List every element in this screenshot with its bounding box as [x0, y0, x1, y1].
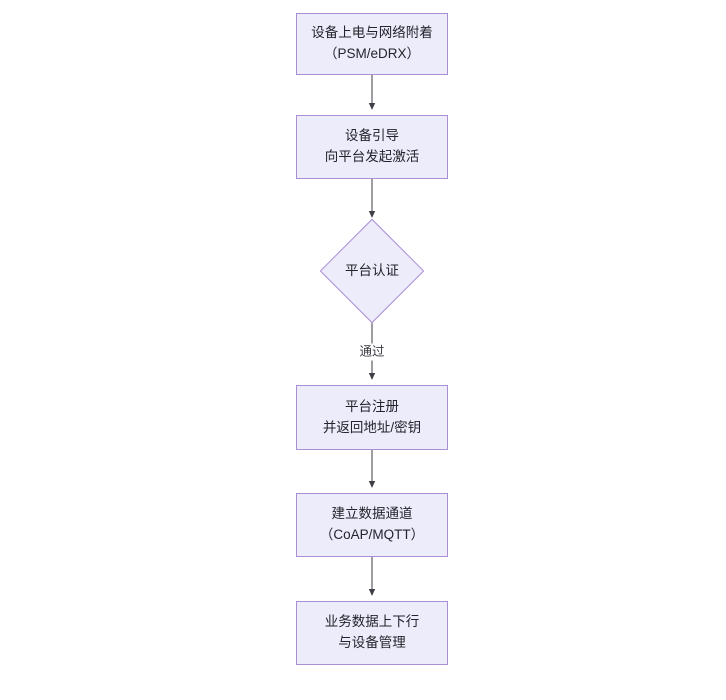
node-business-data-line-2: 与设备管理 — [338, 635, 406, 650]
node-business-data-line-1: 业务数据上下行 — [324, 614, 420, 630]
node-power-on-line-2: （PSM/eDRX） — [323, 46, 421, 61]
node-platform-register[interactable]: 平台注册 并返回地址/密钥 — [296, 385, 448, 450]
node-platform-auth[interactable]: 平台认证 — [314, 218, 430, 324]
node-platform-register-line-1: 平台注册 — [345, 398, 399, 414]
node-power-on-line-1: 设备上电与网络附着 — [311, 25, 433, 41]
node-data-channel-line-1: 建立数据通道 — [331, 506, 413, 522]
node-data-channel-line-2: （CoAP/MQTT） — [319, 527, 425, 542]
node-platform-register-line-2: 并返回地址/密钥 — [322, 419, 422, 435]
node-device-bootstrap-line-1: 设备引导 — [345, 128, 399, 144]
node-business-data[interactable]: 业务数据上下行 与设备管理 — [296, 601, 448, 665]
node-device-bootstrap[interactable]: 设备引导 向平台发起激活 — [296, 115, 448, 179]
node-platform-auth-label: 平台认证 — [345, 262, 399, 278]
edge-label-pass: 通过 — [356, 343, 388, 361]
node-power-on[interactable]: 设备上电与网络附着 （PSM/eDRX） — [296, 13, 448, 75]
node-device-bootstrap-line-2: 向平台发起激活 — [324, 149, 420, 164]
node-data-channel[interactable]: 建立数据通道 （CoAP/MQTT） — [296, 493, 448, 557]
